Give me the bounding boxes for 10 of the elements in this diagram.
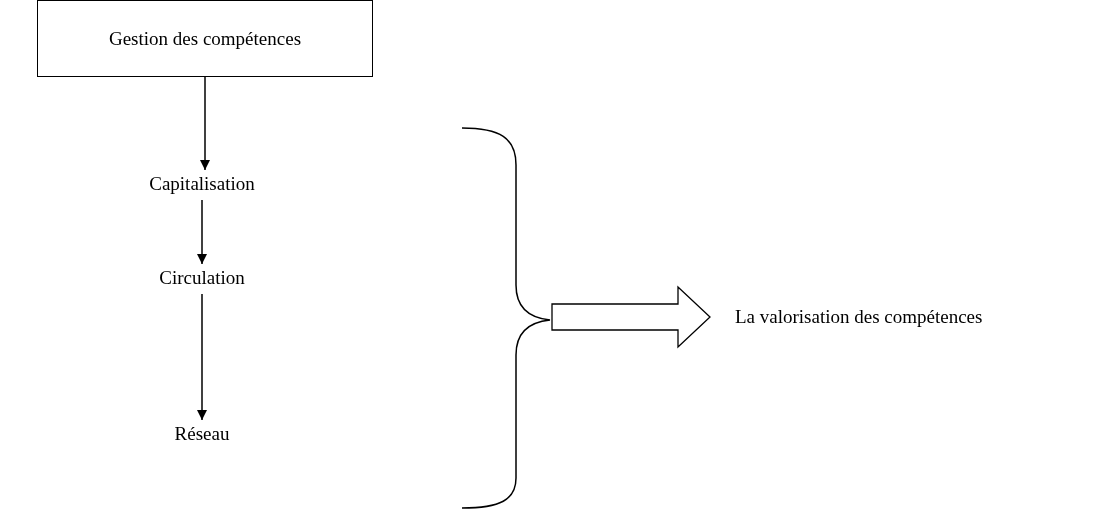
node-text: Circulation [159,267,245,289]
node-text: Réseau [174,423,230,445]
arrow [197,293,207,421]
block-arrow [551,285,711,349]
process-box [37,0,373,77]
node-text: La valorisation des compétences [735,306,983,328]
arrow [200,76,210,171]
arrow [197,199,207,265]
node-text: Capitalisation [149,173,255,195]
node-text: Gestion des compétences [108,27,302,50]
